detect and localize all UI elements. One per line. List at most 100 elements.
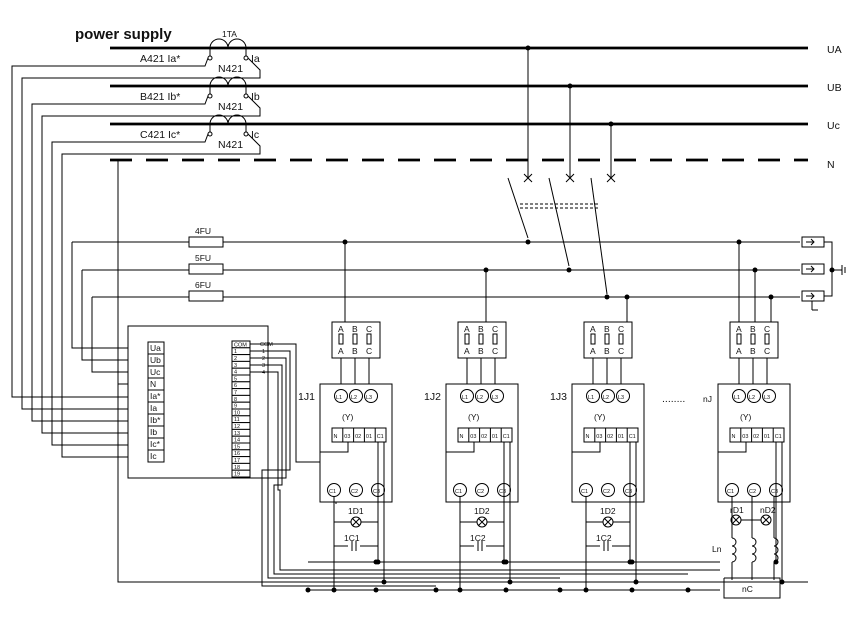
- fuse-4fu-label: 4FU: [195, 226, 211, 236]
- contactor-bottom-terminal-label: C3: [373, 489, 380, 495]
- fuse-block-bottom-label: C: [764, 346, 770, 356]
- ct-1-coil: [209, 38, 247, 49]
- contactor-control-terminal: C1: [775, 434, 782, 440]
- fuse-block-bottom-label: C: [366, 346, 372, 356]
- contactor-top-terminal-label: L3: [492, 395, 498, 401]
- contactor-top-terminal-label: L2: [477, 395, 483, 401]
- contactor-control-terminal: N: [334, 434, 338, 440]
- contactor-body: [319, 383, 393, 503]
- meter-terminal-right-label: 13: [234, 431, 240, 437]
- capacitor-label: nC: [742, 584, 753, 594]
- contactor-bottom-terminal-label: C2: [603, 489, 610, 495]
- fuse-block-top-label: A: [736, 324, 742, 334]
- contactor-bottom-terminal: [747, 483, 761, 497]
- ct-2-right-label: Ib: [251, 91, 260, 103]
- meter-terminal-left-label: Ic*: [150, 439, 161, 449]
- fuse-block-top-label: A: [464, 324, 470, 334]
- fuse-block-bottom-label: A: [736, 346, 742, 356]
- contactor-top-terminal-label: L3: [366, 395, 372, 401]
- fuse-block-top-label: C: [764, 324, 770, 334]
- capacitor-label: 1C2: [596, 533, 612, 543]
- contactor-control-terminal: 03: [470, 434, 476, 440]
- contactor-control-terminal: 02: [607, 434, 613, 440]
- ct-secondary-wiring: [11, 57, 261, 458]
- ct-1-left-label: A421 Ia*: [140, 53, 180, 65]
- meter-terminal-right-label: 1: [234, 349, 237, 355]
- main-switch: [507, 45, 616, 295]
- contactor-top-terminal-label: L2: [603, 395, 609, 401]
- contactor-top-terminal: [586, 389, 600, 403]
- contactor-control-terminal: 01: [764, 434, 770, 440]
- fuse-block-top-label: A: [338, 324, 344, 334]
- contactor-control-terminal: 01: [492, 434, 498, 440]
- contactor-bottom-terminal-label: C1: [329, 489, 336, 495]
- contactor-control-terminal: C1: [503, 434, 510, 440]
- reactor-coil-icon: [751, 537, 757, 563]
- contactor-bottom-terminal-label: C3: [771, 489, 778, 495]
- contactor-control-terminal: N: [732, 434, 736, 440]
- contactor-top-terminal: [732, 389, 746, 403]
- meter-terminal-right-label: 19: [234, 472, 240, 478]
- ct-3-coil: [209, 114, 247, 125]
- main-buses: UA UB Uc N: [110, 44, 842, 171]
- lamp-label: 1D2: [600, 506, 616, 516]
- fuse-block-bottom-label: B: [352, 346, 358, 356]
- contactor-body: [717, 383, 791, 503]
- contactor-bottom-terminal: [601, 483, 615, 497]
- unit-id: 1J1: [298, 391, 315, 403]
- contactor-control-terminal: 01: [618, 434, 624, 440]
- fuse-block-top-label: B: [750, 324, 756, 334]
- contactor-top-terminal: [616, 389, 630, 403]
- fuse-4fu: [188, 236, 224, 248]
- current-transformers: 1TA A421 Ia* N421 Ia B421 Ib* N421 Ib C4…: [140, 29, 260, 151]
- meter-terminal-left-label: Ua: [150, 343, 161, 353]
- meter-terminal-left-label: Ub: [150, 355, 161, 365]
- contactor-bottom-terminal-label: C1: [727, 489, 734, 495]
- contactor-bottom-terminal-label: C1: [581, 489, 588, 495]
- contactor-top-terminal-label: L1: [336, 395, 342, 401]
- contactor-top-terminal-label: L2: [749, 395, 755, 401]
- contactor-control-terminal: 02: [753, 434, 759, 440]
- contactor-top-terminal-label: L2: [351, 395, 357, 401]
- capacitor-label: 1C1: [344, 533, 360, 543]
- contactor-wye-label: (Y): [468, 412, 480, 422]
- meter-terminal-right-label: 14: [234, 438, 240, 444]
- ct-3-left-label: C421 Ic*: [140, 129, 180, 141]
- meter-terminal-right-label: 2: [234, 356, 237, 362]
- contactor-bottom-terminal-label: C2: [749, 489, 756, 495]
- fuse-6fu: [188, 290, 224, 302]
- meter-terminal-left-label: Ic: [150, 451, 157, 461]
- bus-label-uc: Uc: [827, 120, 840, 132]
- contactor-top-terminal: [364, 389, 378, 403]
- fused-lines: 4FU 5FU 6FU: [71, 160, 846, 583]
- contactor-control-terminal: N: [460, 434, 464, 440]
- contactor-top-terminal-label: L1: [462, 395, 468, 401]
- contactor-bottom-terminal-label: C1: [455, 489, 462, 495]
- com-label-2: 2: [262, 356, 265, 362]
- contactor-top-terminal-label: L1: [734, 395, 740, 401]
- fuse-block-top-label: B: [352, 324, 358, 334]
- contactor-bottom-terminal-label: C2: [351, 489, 358, 495]
- com-label-1: 1: [262, 349, 265, 355]
- fuse-block-top-label: C: [366, 324, 372, 334]
- diagram-title: power supply: [75, 26, 172, 43]
- meter-terminal-right-label: 17: [234, 458, 240, 464]
- contactor-control-terminal: 02: [355, 434, 361, 440]
- contactor-top-terminal: [475, 389, 489, 403]
- fuse-block-bottom-label: B: [604, 346, 610, 356]
- fuse-6fu-label: 6FU: [195, 280, 211, 290]
- fuse-5fu: [188, 263, 224, 275]
- meter-terminal-right-label: 16: [234, 451, 240, 457]
- meter-terminal-right-label: 15: [234, 444, 240, 450]
- contactor-top-terminal: [601, 389, 615, 403]
- contactor-bottom-terminal: [475, 483, 489, 497]
- switch-x-a: [523, 173, 533, 183]
- meter-terminal-left: [147, 449, 165, 463]
- contactor-top-terminal-label: L3: [618, 395, 624, 401]
- lamp-label: 1D2: [474, 506, 490, 516]
